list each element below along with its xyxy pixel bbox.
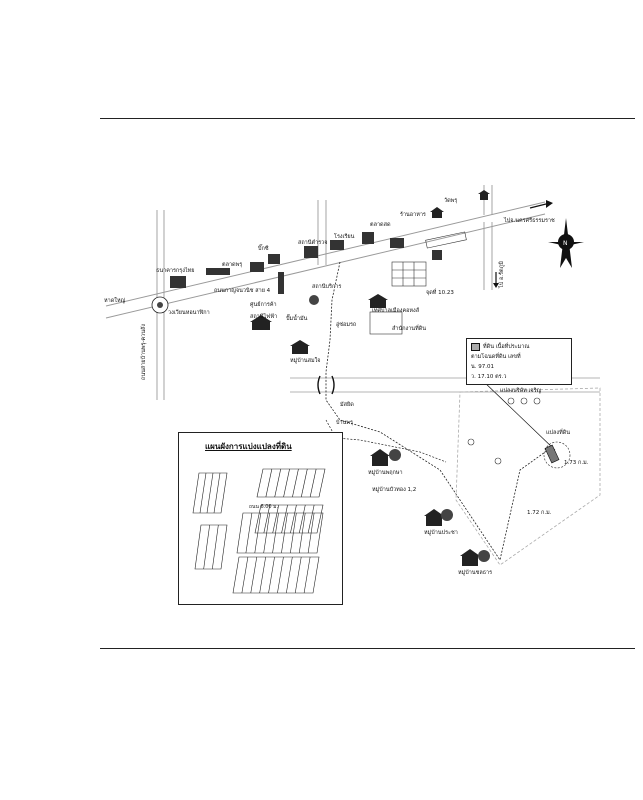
house-icon — [424, 509, 444, 526]
tree-icon — [389, 449, 401, 461]
secondary-roads — [156, 185, 493, 400]
circle-marker-icon — [507, 397, 515, 405]
north-arrow-icon: N — [548, 218, 584, 268]
place-label-15: สำนักงานที่ดิน — [392, 326, 427, 332]
distance-label-1: 1.72 ก.ม. — [527, 510, 552, 516]
site-leader-line — [481, 379, 556, 451]
circle-marker-icon — [533, 397, 541, 405]
house-icon — [368, 294, 388, 308]
bridge-icon — [317, 375, 335, 395]
place-label-6: ตลาดสด — [370, 222, 391, 228]
main-road — [105, 201, 546, 319]
point-label: จุดที่ 10.23 — [426, 290, 454, 296]
inset-plots — [192, 468, 326, 594]
house-icon — [370, 449, 390, 466]
road-right-end: ไปจ.นครศรีธรรมราช — [504, 218, 555, 224]
site-circle — [543, 441, 571, 469]
place-label-4: สถานีตำรวจ — [298, 240, 328, 246]
legend-swatch-icon — [471, 343, 480, 351]
top-rule — [100, 118, 635, 119]
place-label-10: เทศบาลเมืองคอหงส์ — [372, 308, 420, 314]
tree-icon — [478, 550, 490, 562]
canal-label: แปลงบริษัท เจริญ — [500, 388, 542, 394]
house-icon — [430, 207, 444, 218]
legend-line-4: ว. 17.10 ตร.ว — [471, 374, 507, 380]
svg-text:N: N — [563, 240, 568, 247]
distance-label-2: 1.73 ก.ม. — [564, 460, 589, 466]
roundabout-center — [157, 302, 163, 308]
inset-title: แผนผังการแบ่งแปลงที่ดิน — [205, 442, 292, 451]
house-icon — [250, 315, 272, 330]
village-label-4: หมู่บ้านประชา — [424, 530, 458, 536]
house-icon — [290, 340, 310, 354]
village-label-5: หมู่บ้านชลธาร — [458, 570, 493, 576]
roundabout-label: วงเวียนหอนาฬิกา — [168, 310, 210, 316]
road-vertical-right: ไป อ.รัตภูมิ — [499, 261, 505, 288]
village-label-3: หมู่บ้านพฤกษา — [368, 470, 403, 476]
village-label-6: บ้านพรุ — [336, 420, 353, 426]
house-icon — [460, 549, 480, 566]
village-label-1: หมู่บ้านสมใจ — [290, 358, 321, 364]
circle-marker-icon — [520, 397, 528, 405]
tree-icon — [441, 509, 453, 521]
inset-plan: แผนผังการแบ่งแปลงที่ดิน ถนน 6.00 ม. — [178, 432, 343, 605]
place-label-12: อู่ซ่อมรถ — [336, 322, 357, 328]
place-label-16: สถานีไฟฟ้า — [250, 314, 278, 320]
legend-line-3: น. 97.01 — [471, 364, 495, 370]
legend-line-1: ที่ดิน เนื้อที่ประมาณ — [483, 344, 530, 350]
place-label-7: ร้านอาหาร — [400, 212, 426, 218]
legend-box: ที่ดิน เนื้อที่ประมาณ ตามโฉนดที่ดิน เลขท… — [466, 338, 572, 385]
place-label-14: มัสยิด — [340, 402, 354, 408]
place-label-9: ศูนย์การค้า — [250, 302, 277, 308]
place-label-2: ตลาดพรุ — [222, 262, 243, 268]
tree-icon — [309, 295, 319, 305]
road-arrow-head — [546, 200, 553, 208]
legend-line-2: ตามโฉนดที่ดิน เลขที่ — [471, 354, 521, 360]
road-vertical-left: ถนนสายบ้านพรุ-ควนลัง — [141, 323, 147, 380]
road-left-end: หาดใหญ่ — [104, 298, 126, 304]
site-plot — [544, 444, 560, 464]
place-label-11: ปั๊มน้ำมัน — [286, 316, 308, 322]
place-label-13: สถานีบริการ — [312, 284, 342, 290]
bottom-rule — [100, 648, 635, 649]
site-area — [455, 387, 601, 566]
place-label-3: บิ๊กซี — [258, 246, 269, 252]
place-label-8: วัดพรุ — [444, 198, 458, 204]
place-label-1: ธนาคารกรุงไทย — [156, 268, 195, 274]
tree-icons — [309, 295, 490, 562]
house-icons — [250, 190, 490, 566]
circle-marker-icon — [494, 457, 502, 465]
house-icon — [478, 190, 490, 200]
road-main-label: ถนนกาญจนวนิช สาย 4 — [214, 288, 271, 294]
inset-road-label: ถนน 6.00 ม. — [249, 504, 279, 510]
village-label-2: หมู่บ้านบัวทอง 1,2 — [372, 487, 417, 493]
site-label: แปลงที่ดิน — [546, 430, 571, 436]
place-label-5: โรงเรียน — [334, 234, 355, 240]
road-arrow-right — [529, 203, 547, 209]
buildings — [170, 232, 442, 294]
circle-marker-icon — [467, 438, 475, 446]
building-grid — [369, 231, 467, 335]
